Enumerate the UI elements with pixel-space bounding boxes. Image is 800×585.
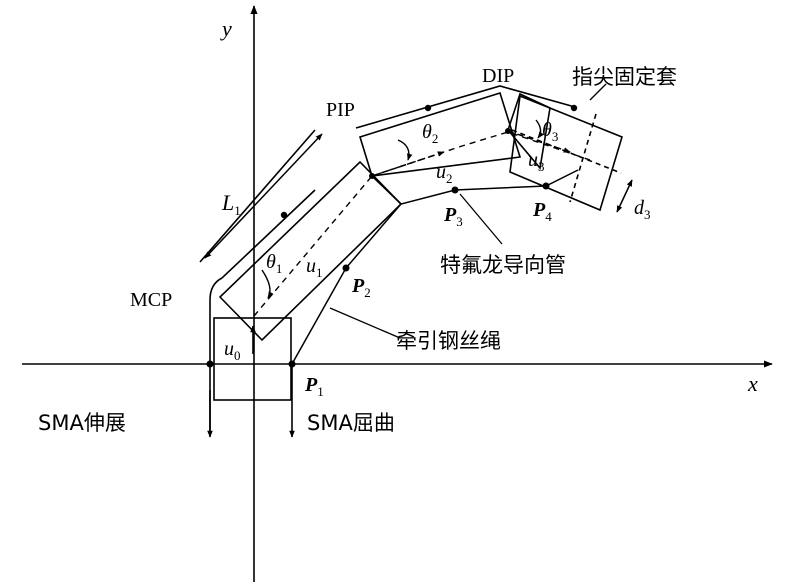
theta1-arc (261, 269, 274, 299)
sma-flex-label: SMA屈曲 (307, 411, 395, 435)
l1-dimension-arrow (204, 133, 323, 259)
fingertip-sleeve-leader (589, 83, 607, 101)
u2-arrow (371, 151, 445, 177)
p4-label: P4 (532, 199, 552, 224)
coordinate-axes (22, 5, 773, 582)
theta3-arc (535, 119, 545, 139)
tendon-wire-path (291, 169, 579, 365)
sma-actuator-arrows (207, 189, 316, 438)
p1-label: P1 (304, 374, 324, 399)
p2-label: P2 (351, 275, 371, 300)
teflon-tube-label: 特氟龙导向管 (440, 253, 566, 277)
tendon-wire-label: 牵引钢丝绳 (396, 329, 501, 353)
p4-point (542, 182, 550, 190)
y-axis-label: y (220, 16, 232, 41)
p3-label: P3 (443, 204, 463, 229)
tendon-wire-leader (329, 307, 401, 339)
theta1-label: θ1 (266, 251, 282, 276)
theta3-label: θ3 (542, 119, 558, 144)
fingertip-sleeve-label: 指尖固定套 (572, 65, 677, 89)
p2-point (342, 264, 350, 272)
middle-phalanx (359, 91, 522, 205)
sma-extend-label: SMA伸展 (38, 411, 126, 435)
u0-label: u0 (224, 338, 241, 363)
mcp-label: MCP (130, 289, 172, 311)
dorsal-point-mid (280, 211, 288, 219)
d3-label: d3 (634, 197, 651, 222)
theta2-arc (397, 139, 413, 161)
sma-extend-cable (209, 189, 316, 436)
sma-extend-anchor (206, 360, 214, 368)
dorsal-point-pip (424, 104, 432, 112)
dorsal-point-dip (570, 104, 578, 112)
l1-label: L1 (221, 190, 241, 218)
teflon-tube-leader (459, 193, 503, 245)
dip-label: DIP (482, 65, 514, 87)
u3-label: u3 (528, 149, 545, 174)
theta2-label: θ2 (422, 121, 438, 146)
u3-arrow (507, 130, 571, 153)
proximal-phalanx (218, 160, 403, 342)
pip-label: PIP (326, 99, 355, 121)
d3-dimension-arrow (616, 179, 633, 213)
u2-label: u2 (436, 161, 453, 186)
u1-label: u1 (306, 255, 323, 280)
centerline (253, 131, 591, 317)
p3-point (451, 186, 459, 194)
x-axis-label: x (747, 371, 758, 396)
base-block (213, 317, 292, 401)
